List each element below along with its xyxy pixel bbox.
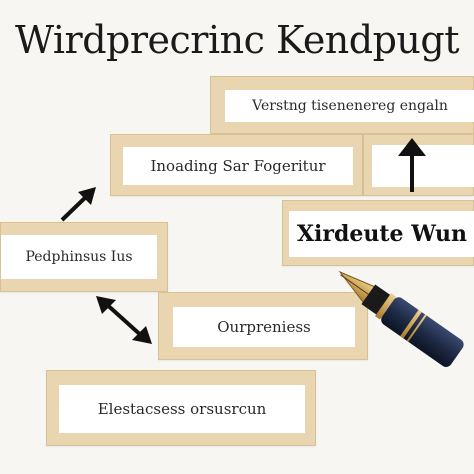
card-1: Verstng tisenenereg engaln — [210, 76, 474, 134]
card-1-label: Verstng tisenenereg engaln — [225, 90, 474, 122]
card-6: Elestacsess orsusrcun — [46, 370, 316, 446]
card-5: Ourpreniess — [158, 292, 368, 360]
arrow-up-icon — [398, 138, 426, 192]
card-2: Inoading Sar Fogeritur — [110, 134, 363, 196]
card-4: Pedphinsus Ius — [0, 222, 168, 292]
card-4-label: Pedphinsus Ius — [1, 235, 157, 279]
card-3: Xirdeute Wun — [282, 200, 474, 266]
double-arrow-icon — [96, 296, 152, 344]
arrow-up-right-icon — [60, 187, 96, 222]
card-2-tab — [363, 134, 474, 196]
card-5-label: Ourpreniess — [173, 307, 355, 347]
fountain-pen-icon — [338, 270, 464, 367]
card-3-label: Xirdeute Wun — [289, 211, 474, 257]
card-6-label: Elestacsess orsusrcun — [59, 385, 305, 433]
card-2-tab-inner — [372, 145, 474, 187]
page-title: Wirdprecrinc Kendpugt — [15, 18, 460, 62]
card-2-label: Inoading Sar Fogeritur — [123, 147, 353, 185]
